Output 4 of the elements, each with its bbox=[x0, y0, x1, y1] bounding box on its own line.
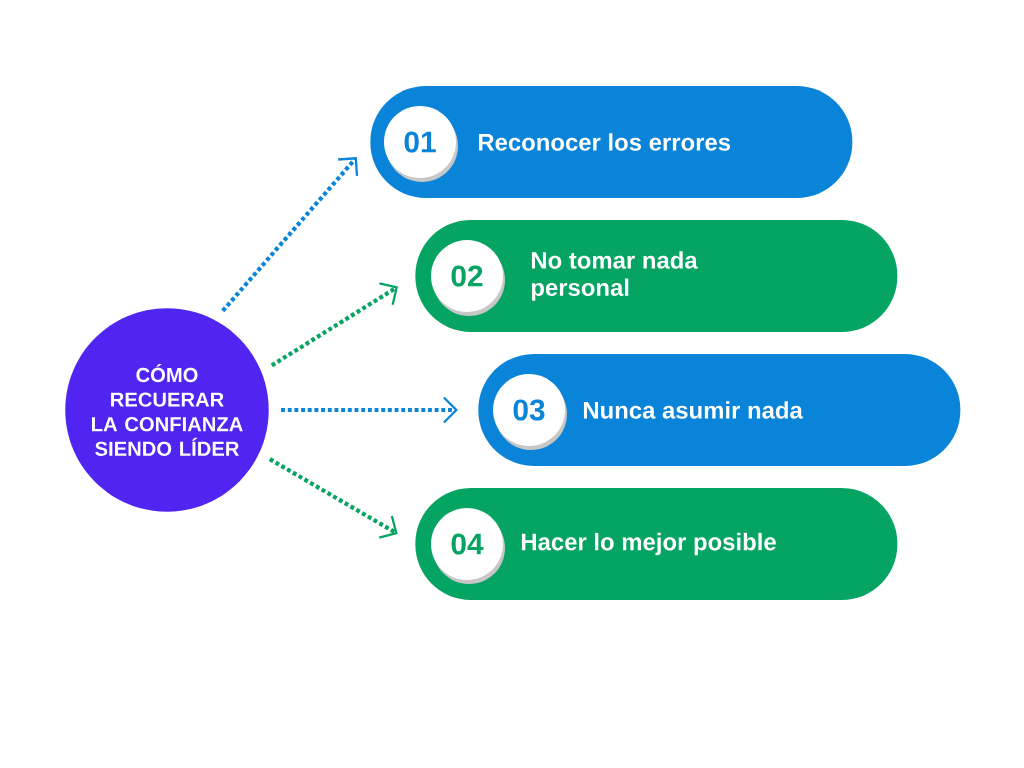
arrow bbox=[270, 282, 399, 368]
arrow bbox=[281, 396, 458, 424]
arrow bbox=[221, 157, 359, 313]
arrow bbox=[268, 457, 398, 539]
